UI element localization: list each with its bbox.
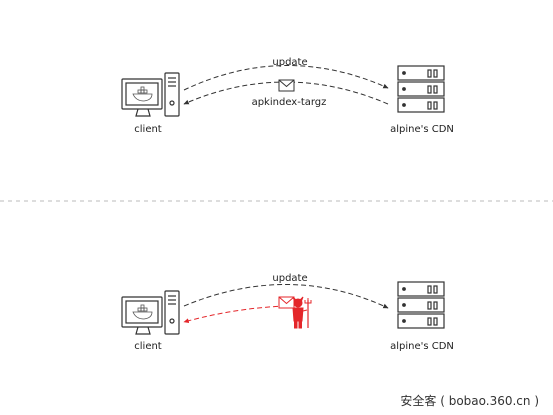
- bottom-server-label: alpine's CDN: [390, 341, 454, 352]
- bottom-request-label: update: [272, 273, 308, 284]
- attacker-devil-icon: [292, 296, 312, 329]
- bottom-malicious-response-arrow: [183, 305, 287, 324]
- top-client-computer-icon: [121, 72, 180, 117]
- top-response-label: apkindex-targz: [251, 97, 327, 108]
- top-envelope-icon: [278, 79, 295, 92]
- bottom-request-arrow: [183, 284, 389, 309]
- bottom-server-rack-icon: [397, 281, 445, 329]
- watermark: 安全客 ( bobao.360.cn ): [400, 394, 539, 408]
- bottom-client-computer-icon: [121, 290, 180, 335]
- top-server-rack-icon: [397, 65, 445, 113]
- top-request-label: update: [272, 57, 308, 68]
- top-client-label: client: [134, 124, 162, 135]
- top-server-label: alpine's CDN: [390, 124, 454, 135]
- bottom-client-label: client: [134, 341, 162, 352]
- bottom-envelope-icon: [278, 296, 295, 309]
- top-request-arrow: [183, 65, 389, 91]
